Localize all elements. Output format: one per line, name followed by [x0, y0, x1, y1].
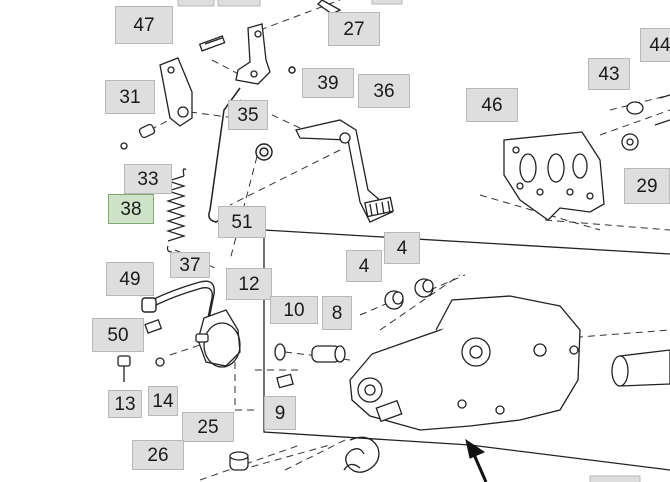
callout-51[interactable]: 51 — [218, 206, 266, 238]
part-49-cable — [141, 280, 215, 329]
part-25-bushing — [229, 451, 249, 471]
part-10-8-bushing — [274, 343, 346, 363]
callout-39[interactable]: 39 — [302, 68, 354, 98]
direction-arrow — [465, 438, 488, 482]
callout-4-left[interactable]: 4 — [346, 250, 382, 282]
callout-4-right[interactable]: 4 — [384, 232, 420, 264]
callout-43[interactable]: 43 — [588, 58, 630, 90]
part-38-spring — [165, 168, 187, 253]
callout-33[interactable]: 33 — [124, 164, 172, 194]
callout-9[interactable]: 9 — [264, 396, 296, 430]
part-31-bushing — [120, 123, 156, 150]
callout-8[interactable]: 8 — [322, 296, 352, 330]
part-top-lever — [235, 0, 342, 85]
callout-12[interactable]: 12 — [226, 268, 272, 300]
part-bottom-spring — [343, 436, 380, 473]
cropped-callout-boxes — [177, 0, 641, 482]
part-50-13-14-fasteners — [117, 319, 165, 382]
callout-13[interactable]: 13 — [108, 390, 142, 418]
main-housing-assembly — [349, 295, 581, 431]
callout-25[interactable]: 25 — [182, 412, 234, 442]
callout-44[interactable]: 44 — [640, 28, 670, 62]
callout-27[interactable]: 27 — [328, 12, 380, 46]
callout-36[interactable]: 36 — [358, 74, 410, 108]
part-35-rod — [208, 66, 296, 223]
part-12-clamp — [195, 309, 241, 368]
callout-10[interactable]: 10 — [270, 296, 318, 324]
callout-26[interactable]: 26 — [132, 440, 184, 470]
callout-35[interactable]: 35 — [228, 100, 268, 130]
callout-47[interactable]: 47 — [115, 6, 173, 44]
part-43-29-hardware — [621, 94, 670, 151]
part-46-plate — [503, 131, 605, 221]
shaft — [611, 349, 670, 387]
callout-14[interactable]: 14 — [148, 386, 178, 416]
callout-38-highlighted[interactable]: 38 — [108, 194, 154, 224]
callout-31[interactable]: 31 — [105, 80, 155, 114]
callout-46[interactable]: 46 — [466, 88, 518, 122]
part-47-bracket — [159, 35, 226, 127]
callout-49[interactable]: 49 — [106, 262, 154, 296]
callout-37[interactable]: 37 — [170, 252, 210, 278]
callout-50[interactable]: 50 — [92, 318, 144, 352]
part-36-pedal-lever — [295, 119, 394, 223]
callout-29[interactable]: 29 — [624, 168, 670, 204]
part-9-key — [276, 373, 294, 389]
part-4-bushings — [384, 278, 434, 310]
